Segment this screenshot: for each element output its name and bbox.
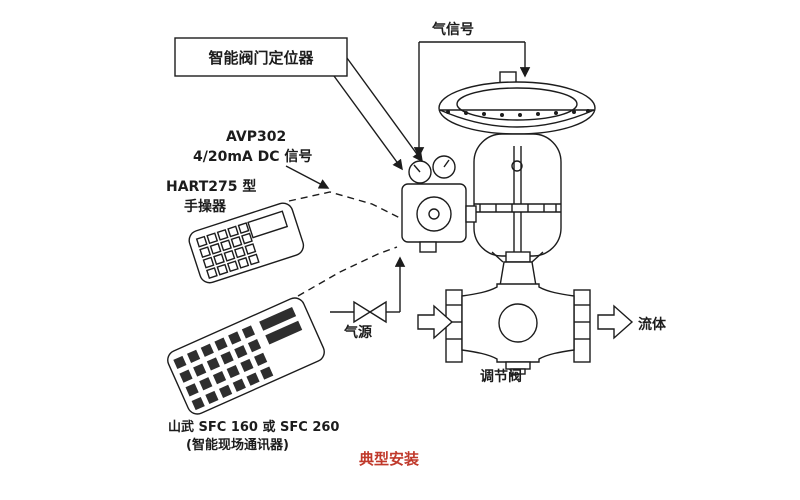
air-signal-label: 气信号 <box>431 21 474 38</box>
control-valve-body <box>445 283 591 375</box>
right-flange <box>573 289 591 363</box>
sfc-name-label: (智能现场通讯器) <box>186 437 289 453</box>
bottom-drain <box>505 361 531 370</box>
sfc-communicator-device <box>167 297 325 415</box>
air-signal-lines: 气信号 <box>413 21 531 158</box>
dome-bolts <box>446 109 590 117</box>
air-source-valve-icon <box>353 300 372 324</box>
hart-name-label: 手操器 <box>184 198 227 215</box>
hart-keypad <box>195 222 260 279</box>
positioner-bottom-port <box>419 241 437 253</box>
pointer-line-lower <box>333 75 403 171</box>
sfc-display-line2 <box>265 320 303 345</box>
spring-housing <box>473 133 562 257</box>
valve-yoke-bonnet <box>491 251 544 287</box>
smart-positioner <box>401 155 477 253</box>
hart-cable <box>288 191 415 227</box>
flow-arrow-out-icon <box>597 304 634 340</box>
sfc-cable <box>297 246 398 297</box>
diaphragm-dome <box>438 81 596 135</box>
pointer-line-upper <box>346 57 423 163</box>
flow-direction: 流体 <box>417 304 667 340</box>
hart-model-label: HART275 型 <box>166 178 256 195</box>
avp-model-label: AVP302 <box>226 129 286 145</box>
diagram-title: 典型安装 <box>359 450 420 468</box>
hart-labels: HART275 型 手操器 <box>166 178 256 215</box>
dc-signal-pointer <box>285 165 330 189</box>
actuator <box>438 71 596 257</box>
positioner-body <box>401 183 467 243</box>
sfc-keypad <box>173 325 274 411</box>
sfc-labels: 山武 SFC 160 或 SFC 260 (智能现场通讯器) <box>168 419 339 453</box>
flow-arrow-in-icon <box>417 304 454 340</box>
sfc-display-line1 <box>259 307 297 331</box>
dc-signal-label: 4/20mA DC 信号 <box>193 148 312 165</box>
sfc-model-label: 山武 SFC 160 或 SFC 260 <box>168 419 339 435</box>
control-valve-label: 调节阀 <box>480 368 522 385</box>
valve-casing <box>461 283 575 363</box>
air-source: 气源 <box>330 256 406 341</box>
hart-display <box>247 210 289 239</box>
positioner-box-label: 智能阀门定位器 <box>208 49 314 67</box>
signal-labels: AVP302 4/20mA DC 信号 <box>193 129 330 189</box>
hart-handheld-device <box>188 202 305 284</box>
air-source-label: 气源 <box>343 324 372 341</box>
fluid-label: 流体 <box>638 316 667 333</box>
positioner-label-box: 智能阀门定位器 <box>174 37 423 171</box>
